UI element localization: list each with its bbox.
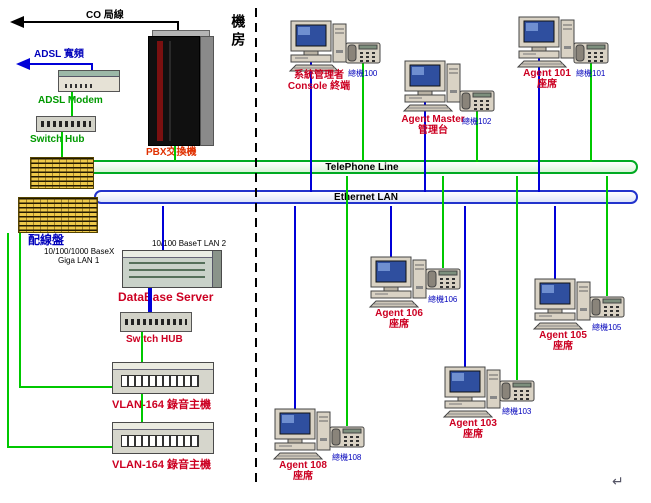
adsl-modem-label: ADSL Modem	[38, 95, 103, 106]
database-server-label: DataBase Server	[118, 290, 214, 304]
station-label: Agent 106 座席	[362, 308, 436, 330]
station-label-line1: Agent 101	[523, 68, 571, 79]
vlan-recorder-1-label: VLAN-164 錄音主機	[112, 399, 212, 411]
workstation-agent-101: Agent 101 座席 總機101	[516, 16, 636, 108]
switch-hub-mid-ports	[125, 319, 187, 325]
telephone-line-bus: TelePhone Line	[86, 160, 638, 174]
computer-icon	[443, 366, 501, 418]
vlan-recorder-1	[112, 362, 214, 394]
adsl-modem-leds	[65, 84, 95, 88]
switch-hub-top-label: Switch Hub	[30, 134, 85, 145]
phone-icon	[573, 42, 609, 64]
database-server	[122, 250, 222, 288]
computer-icon	[517, 16, 575, 68]
station-label-line2: 座席	[389, 319, 409, 330]
workstation-agent-106: Agent 106 座席 總機106	[368, 256, 488, 348]
station-label-line1: Agent 103	[449, 418, 497, 429]
pbx-red-stripe	[157, 41, 163, 141]
pbx-label: PBX交換機	[146, 147, 197, 158]
pbx-panel-line	[169, 41, 171, 141]
extension-label: 總機108	[332, 453, 362, 462]
machine-room-label: 機房	[230, 14, 247, 50]
computer-icon	[289, 20, 347, 72]
extension-label: 總機101	[576, 69, 606, 78]
ethernet-lan-label: Ethernet LAN	[334, 191, 398, 203]
telephone-line-label: TelePhone Line	[325, 161, 399, 173]
database-server-side-face	[212, 251, 221, 287]
station-label-line1: Agent 105	[539, 330, 587, 341]
patch-panel-1	[30, 157, 94, 189]
giga-lan-label-line2: Giga LAN 1	[58, 256, 100, 265]
switch-hub-top	[36, 116, 96, 132]
patch-panel-2	[18, 197, 98, 233]
database-server-slots	[129, 262, 205, 282]
workstation-agent-master: Agent Master 管理台 總機102	[401, 60, 522, 152]
adsl-label: ADSL 寬頻	[34, 49, 84, 60]
vlan-recorder-2	[112, 422, 214, 454]
phone-icon	[345, 42, 381, 64]
station-label-line1: Agent Master	[401, 114, 465, 125]
return-mark: ↵	[612, 473, 624, 489]
extension-label: 總機103	[502, 407, 532, 416]
adsl-modem	[58, 70, 120, 92]
station-label: Agent 105 座席	[526, 330, 600, 352]
computer-icon	[533, 278, 591, 330]
station-label: Agent Master 管理台	[396, 114, 470, 136]
extension-label: 總機102	[462, 117, 492, 126]
workstation-agent-103: Agent 103 座席 總機103	[442, 366, 562, 458]
vlan-recorder-1-ports	[121, 375, 199, 387]
pbx-tower	[148, 30, 216, 148]
vlan-recorder-2-top-face	[113, 423, 213, 430]
extension-label: 總機100	[348, 69, 378, 78]
pbx-front-panel	[148, 36, 200, 146]
station-label-line2: 座席	[463, 429, 483, 440]
workstation-agent-105: Agent 105 座席 總機105	[532, 278, 650, 370]
phone-icon	[425, 268, 461, 290]
pbx-side-face	[200, 36, 214, 146]
station-label-line2: Console 終端	[287, 81, 351, 92]
station-label-line2: 管理台	[418, 125, 448, 136]
workstation-agent-108: Agent 108 座席 總機108	[272, 408, 392, 500]
computer-icon	[273, 408, 331, 460]
phone-icon	[329, 426, 365, 448]
station-label: Agent 103 座席	[436, 418, 510, 440]
computer-icon	[369, 256, 427, 308]
station-label: Agent 108 座席	[266, 460, 340, 482]
station-label-line2: 座席	[553, 341, 573, 352]
station-label-line1: Agent 106	[375, 308, 423, 319]
switch-hub-mid	[120, 312, 192, 332]
vlan-recorder-2-ports	[121, 435, 199, 447]
station-label-line2: 座席	[293, 471, 313, 482]
workstation-console: 系統管理者 Console 終端 總機100	[288, 20, 408, 112]
patch-panel-label: 配線盤	[28, 233, 65, 247]
station-label-line1: 系統管理者	[294, 70, 344, 81]
extension-label: 總機106	[428, 295, 458, 304]
station-label-line1: Agent 108	[279, 460, 327, 471]
lan2-label: 10/100 BaseT LAN 2	[152, 239, 227, 248]
switch-hub-top-ports	[41, 121, 91, 127]
vlan-recorder-1-top-face	[113, 363, 213, 370]
station-label-line2: 座席	[537, 79, 557, 90]
database-server-top-face	[123, 251, 221, 258]
adsl-modem-top-face	[59, 71, 119, 77]
station-label: Agent 101 座席	[510, 68, 584, 90]
switch-hub-mid-label: Switch HUB	[126, 334, 183, 345]
co-trunk-label: CO 局線	[86, 10, 124, 21]
extension-label: 總機105	[592, 323, 622, 332]
phone-icon	[499, 380, 535, 402]
vlan-recorder-2-label: VLAN-164 錄音主機	[112, 459, 212, 471]
phone-icon	[589, 296, 625, 318]
phone-icon	[459, 90, 495, 112]
ethernet-lan-bus: Ethernet LAN	[94, 190, 638, 204]
computer-icon	[403, 60, 461, 112]
station-label: 系統管理者 Console 終端	[282, 70, 356, 92]
